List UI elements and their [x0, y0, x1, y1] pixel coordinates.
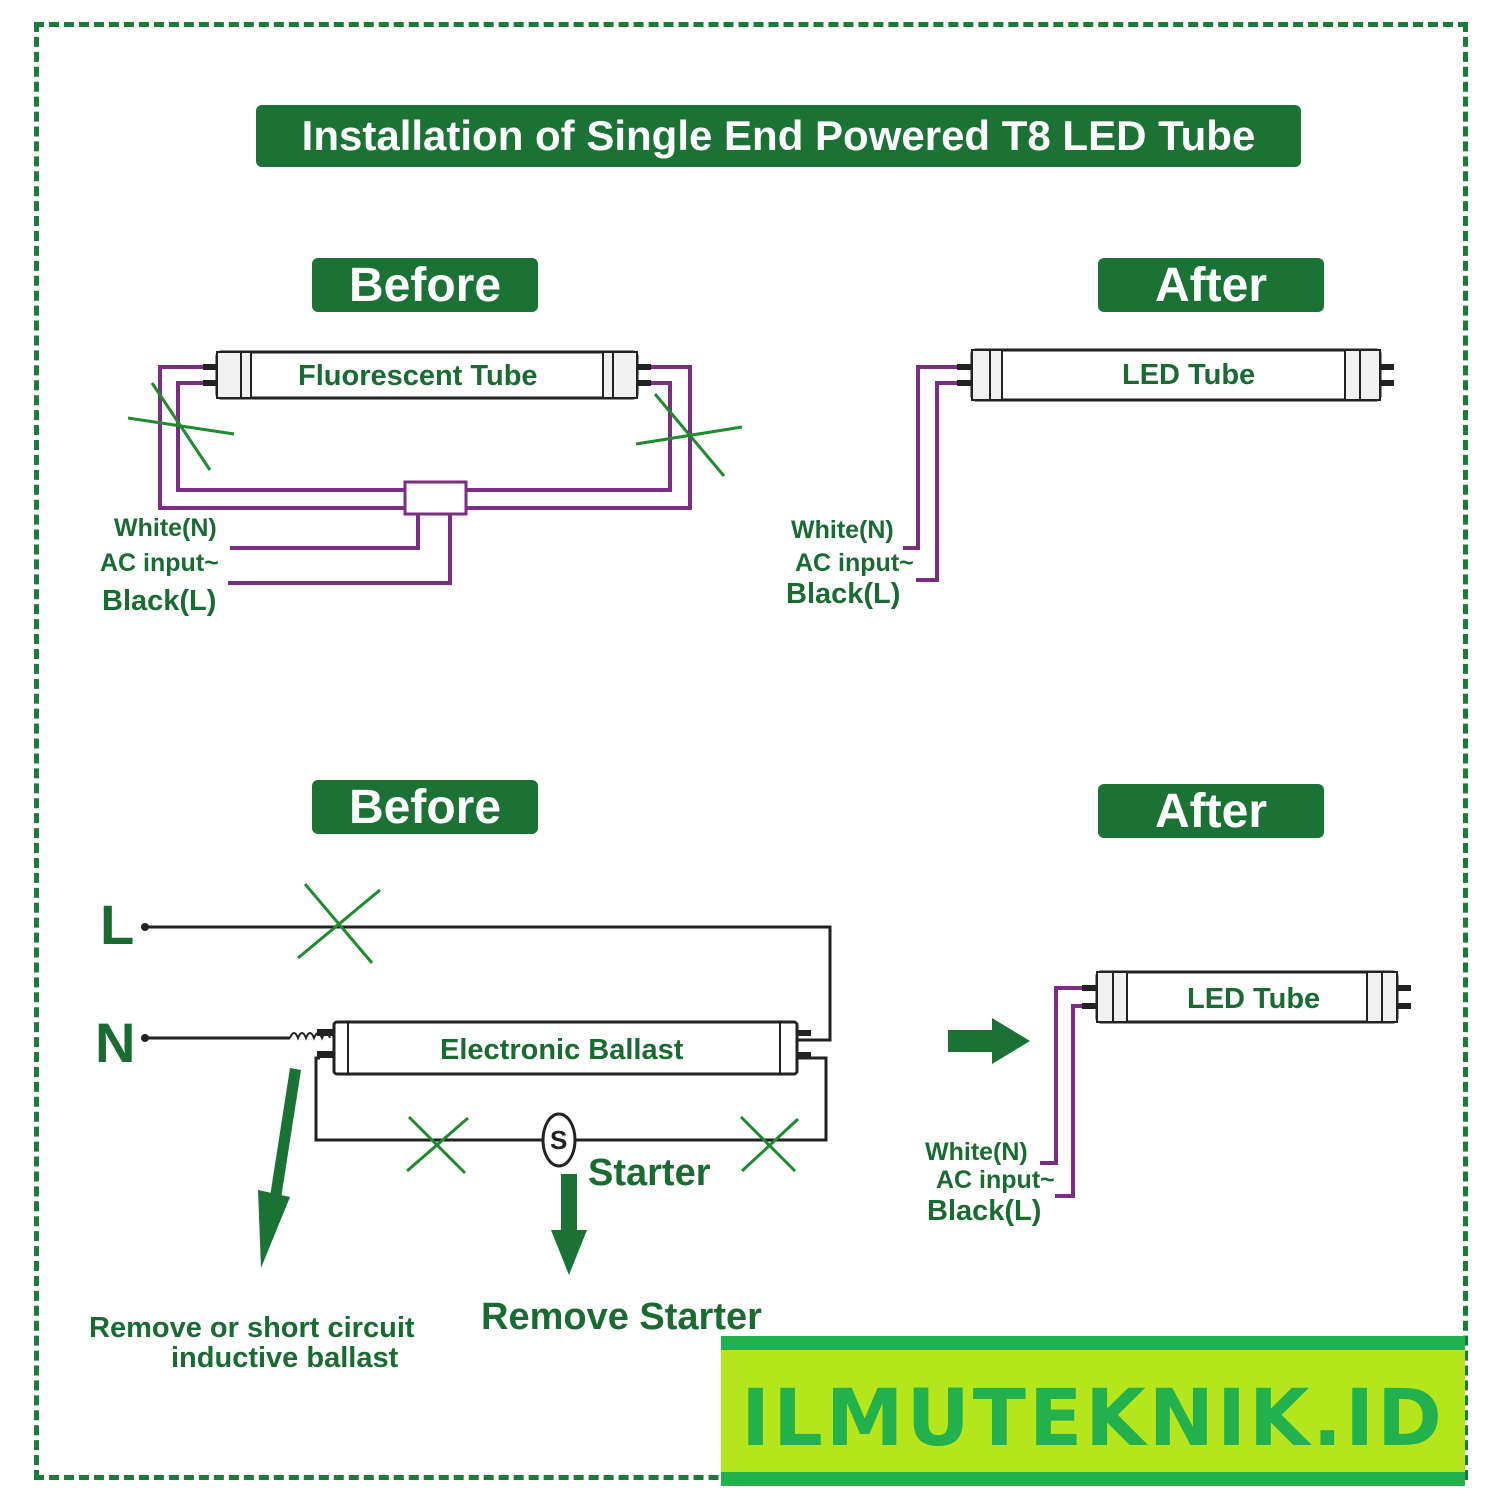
- right-arrow-icon: [948, 1018, 1030, 1064]
- arrow-ballast-note: [258, 1068, 301, 1268]
- terminal-L-dot: [141, 923, 149, 931]
- remove-starter-note: Remove Starter: [481, 1296, 762, 1338]
- cross-mark-starter-right: [739, 1115, 800, 1173]
- after-header-top: After: [1098, 258, 1324, 312]
- bottom-after-wires: [1040, 986, 1082, 1198]
- electronic-ballast: [332, 1020, 811, 1076]
- cross-mark-starter-left: [406, 1115, 469, 1175]
- top-before-white-label: White(N): [114, 514, 217, 542]
- watermark-text: ILMUTEKNIK.ID: [741, 1374, 1445, 1464]
- fluorescent-tube-label: Fluorescent Tube: [298, 360, 538, 392]
- before-header-top: Before: [312, 258, 538, 312]
- led-tube-bottom-label: LED Tube: [1187, 983, 1321, 1015]
- inductive-ballast-coil: [289, 1029, 335, 1058]
- starter-label: Starter: [588, 1152, 711, 1194]
- logo-band-bottom: [721, 1472, 1465, 1486]
- cross-mark-L-line: [297, 883, 381, 964]
- before-header-bottom: Before: [312, 780, 538, 834]
- led-tube-bottom: [1082, 970, 1411, 1024]
- page-title: Installation of Single End Powered T8 LE…: [256, 105, 1301, 167]
- bottom-after-black-label: Black(L): [927, 1195, 1042, 1227]
- bottom-after-ac-label: AC input~: [936, 1166, 1055, 1194]
- top-after-ac-label: AC input~: [795, 549, 914, 577]
- top-before-wires: [158, 365, 692, 585]
- top-after-wires: [903, 365, 957, 582]
- led-tube-top: [957, 348, 1394, 402]
- led-tube-top-label: LED Tube: [1122, 359, 1256, 391]
- ballast-note-line2: inductive ballast: [171, 1342, 399, 1374]
- bottom-after-white-label: White(N): [925, 1138, 1028, 1166]
- top-before-ac-label: AC input~: [100, 549, 219, 577]
- watermark-logo: ILMUTEKNIK.ID: [721, 1336, 1465, 1486]
- arrow-starter-note: [551, 1174, 587, 1275]
- line-L-label: L: [100, 893, 135, 956]
- fluorescent-tube: [203, 350, 651, 400]
- starter-symbol-label: S: [550, 1125, 568, 1155]
- top-after-black-label: Black(L): [786, 578, 901, 610]
- cross-mark-top-left: [127, 382, 235, 471]
- top-after-white-label: White(N): [791, 516, 894, 544]
- logo-band-top: [721, 1336, 1465, 1350]
- top-junction-box: [403, 480, 468, 516]
- after-header-bottom: After: [1098, 784, 1324, 838]
- ballast-note-line1: Remove or short circuit: [89, 1312, 415, 1344]
- electronic-ballast-label: Electronic Ballast: [440, 1034, 684, 1066]
- top-before-black-label: Black(L): [102, 585, 217, 617]
- cross-mark-top-right: [635, 393, 743, 477]
- starter-symbol: [541, 1112, 577, 1168]
- line-N-label: N: [95, 1011, 136, 1074]
- terminal-N-dot: [141, 1034, 149, 1042]
